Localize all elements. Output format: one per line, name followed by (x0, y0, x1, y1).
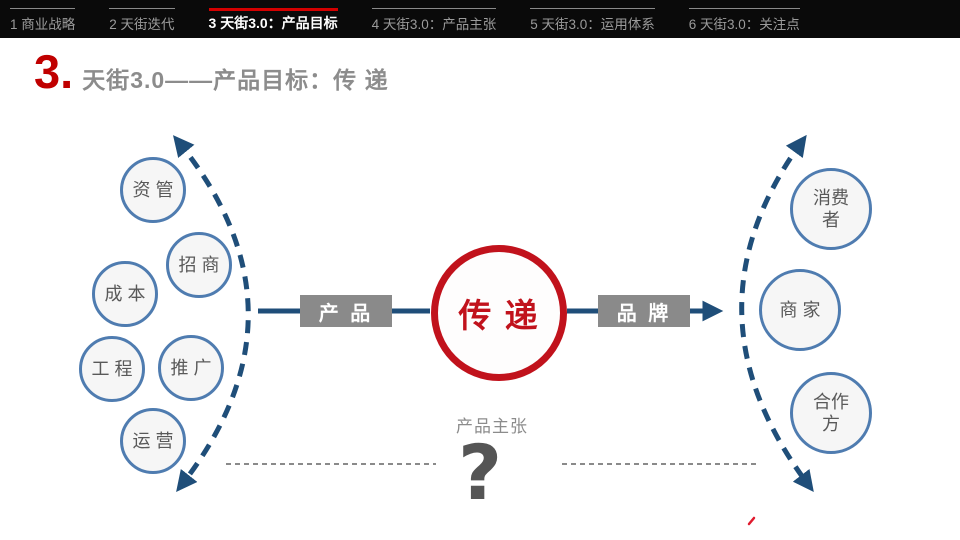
title-text: 天街3.0——产品目标：传 递 (82, 67, 389, 93)
nav-tab-product-proposition[interactable]: 4 天街3.0：产品主张 (371, 8, 497, 33)
node-operations: 运 营 (120, 408, 186, 474)
label-box-brand: 品 牌 (598, 295, 690, 327)
nav-tab-operation-system[interactable]: 5 天街3.0：运用体系 (530, 8, 655, 33)
title-section-number: 3. (34, 45, 74, 98)
node-leasing: 招 商 (166, 232, 232, 298)
slide-title: 3. 天街3.0——产品目标：传 递 (34, 48, 389, 95)
node-merchants: 商 家 (759, 269, 841, 351)
label-box-product: 产 品 (300, 295, 392, 327)
node-partners: 合作 方 (790, 372, 872, 454)
nav-tab-tianjie-iteration[interactable]: 2 天街迭代 (109, 8, 175, 33)
node-cost: 成 本 (92, 261, 158, 327)
node-engineering: 工 程 (79, 336, 145, 402)
top-nav-bar: 1 商业战略 2 天街迭代 3 天街3.0：产品目标 4 天街3.0：产品主张 … (0, 0, 960, 38)
node-asset-management: 资 管 (120, 157, 186, 223)
caption-product-proposition: 产品主张 (456, 417, 528, 436)
nav-tab-product-goal-active[interactable]: 3 天街3.0：产品目标 (208, 8, 338, 33)
hub-circle-transmit: 传 递 (431, 245, 567, 381)
nav-tab-business-strategy[interactable]: 1 商业战略 (10, 8, 76, 33)
nav-tab-focus-points[interactable]: 6 天街3.0：关注点 (688, 8, 800, 33)
right-curved-dashed-arrow (739, 134, 814, 493)
node-promotion: 推 广 (158, 335, 224, 401)
node-consumers: 消费 者 (790, 168, 872, 250)
stray-red-mark (747, 516, 756, 526)
left-curved-dashed-arrow (173, 135, 251, 492)
question-mark: ? (457, 428, 503, 517)
